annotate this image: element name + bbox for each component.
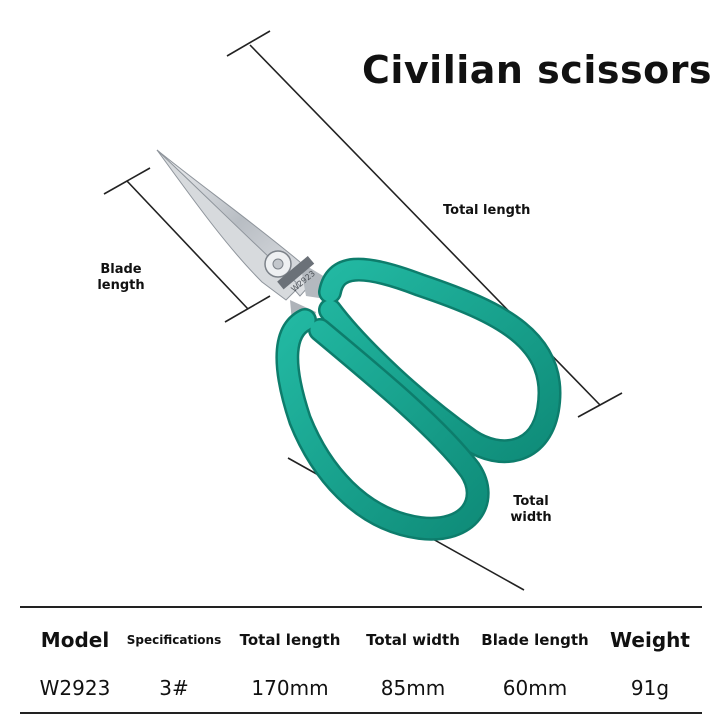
total-width-label-line2: width xyxy=(510,510,552,525)
blade-length-label: Blade length xyxy=(96,262,146,294)
value-blade-length: 60mm xyxy=(502,676,568,700)
spec-table-header-row: Model Specifications Total length Total … xyxy=(20,620,702,660)
header-blade-length: Blade length xyxy=(481,631,589,649)
scissor-blades xyxy=(156,149,340,330)
header-specifications: Specifications xyxy=(126,633,222,647)
blade-length-dimension xyxy=(103,167,271,323)
value-total-width: 85mm xyxy=(380,676,446,700)
scissor-handles xyxy=(275,257,562,541)
total-width-label: Total width xyxy=(508,494,554,526)
value-weight: 91g xyxy=(630,676,670,700)
spec-table-value-row: W2923 3# 170mm 85mm 60mm 91g xyxy=(20,668,702,708)
value-model: W2923 xyxy=(39,676,111,700)
header-weight: Weight xyxy=(610,628,690,652)
blade-length-label-line2: length xyxy=(97,278,145,293)
value-specifications: 3# xyxy=(159,676,189,700)
scissors-dimension-figure: W2923 xyxy=(103,30,623,591)
blade-length-label-line1: Blade xyxy=(100,262,142,277)
product-title: Civilian scissors xyxy=(362,48,713,92)
total-width-label-line1: Total xyxy=(513,494,549,509)
header-total-width: Total width xyxy=(366,631,460,649)
spec-table: Model Specifications Total length Total … xyxy=(20,606,702,714)
value-total-length: 170mm xyxy=(251,676,329,700)
total-length-label: Total length xyxy=(443,203,531,218)
header-model: Model xyxy=(40,628,110,652)
header-total-length: Total length xyxy=(239,631,341,649)
